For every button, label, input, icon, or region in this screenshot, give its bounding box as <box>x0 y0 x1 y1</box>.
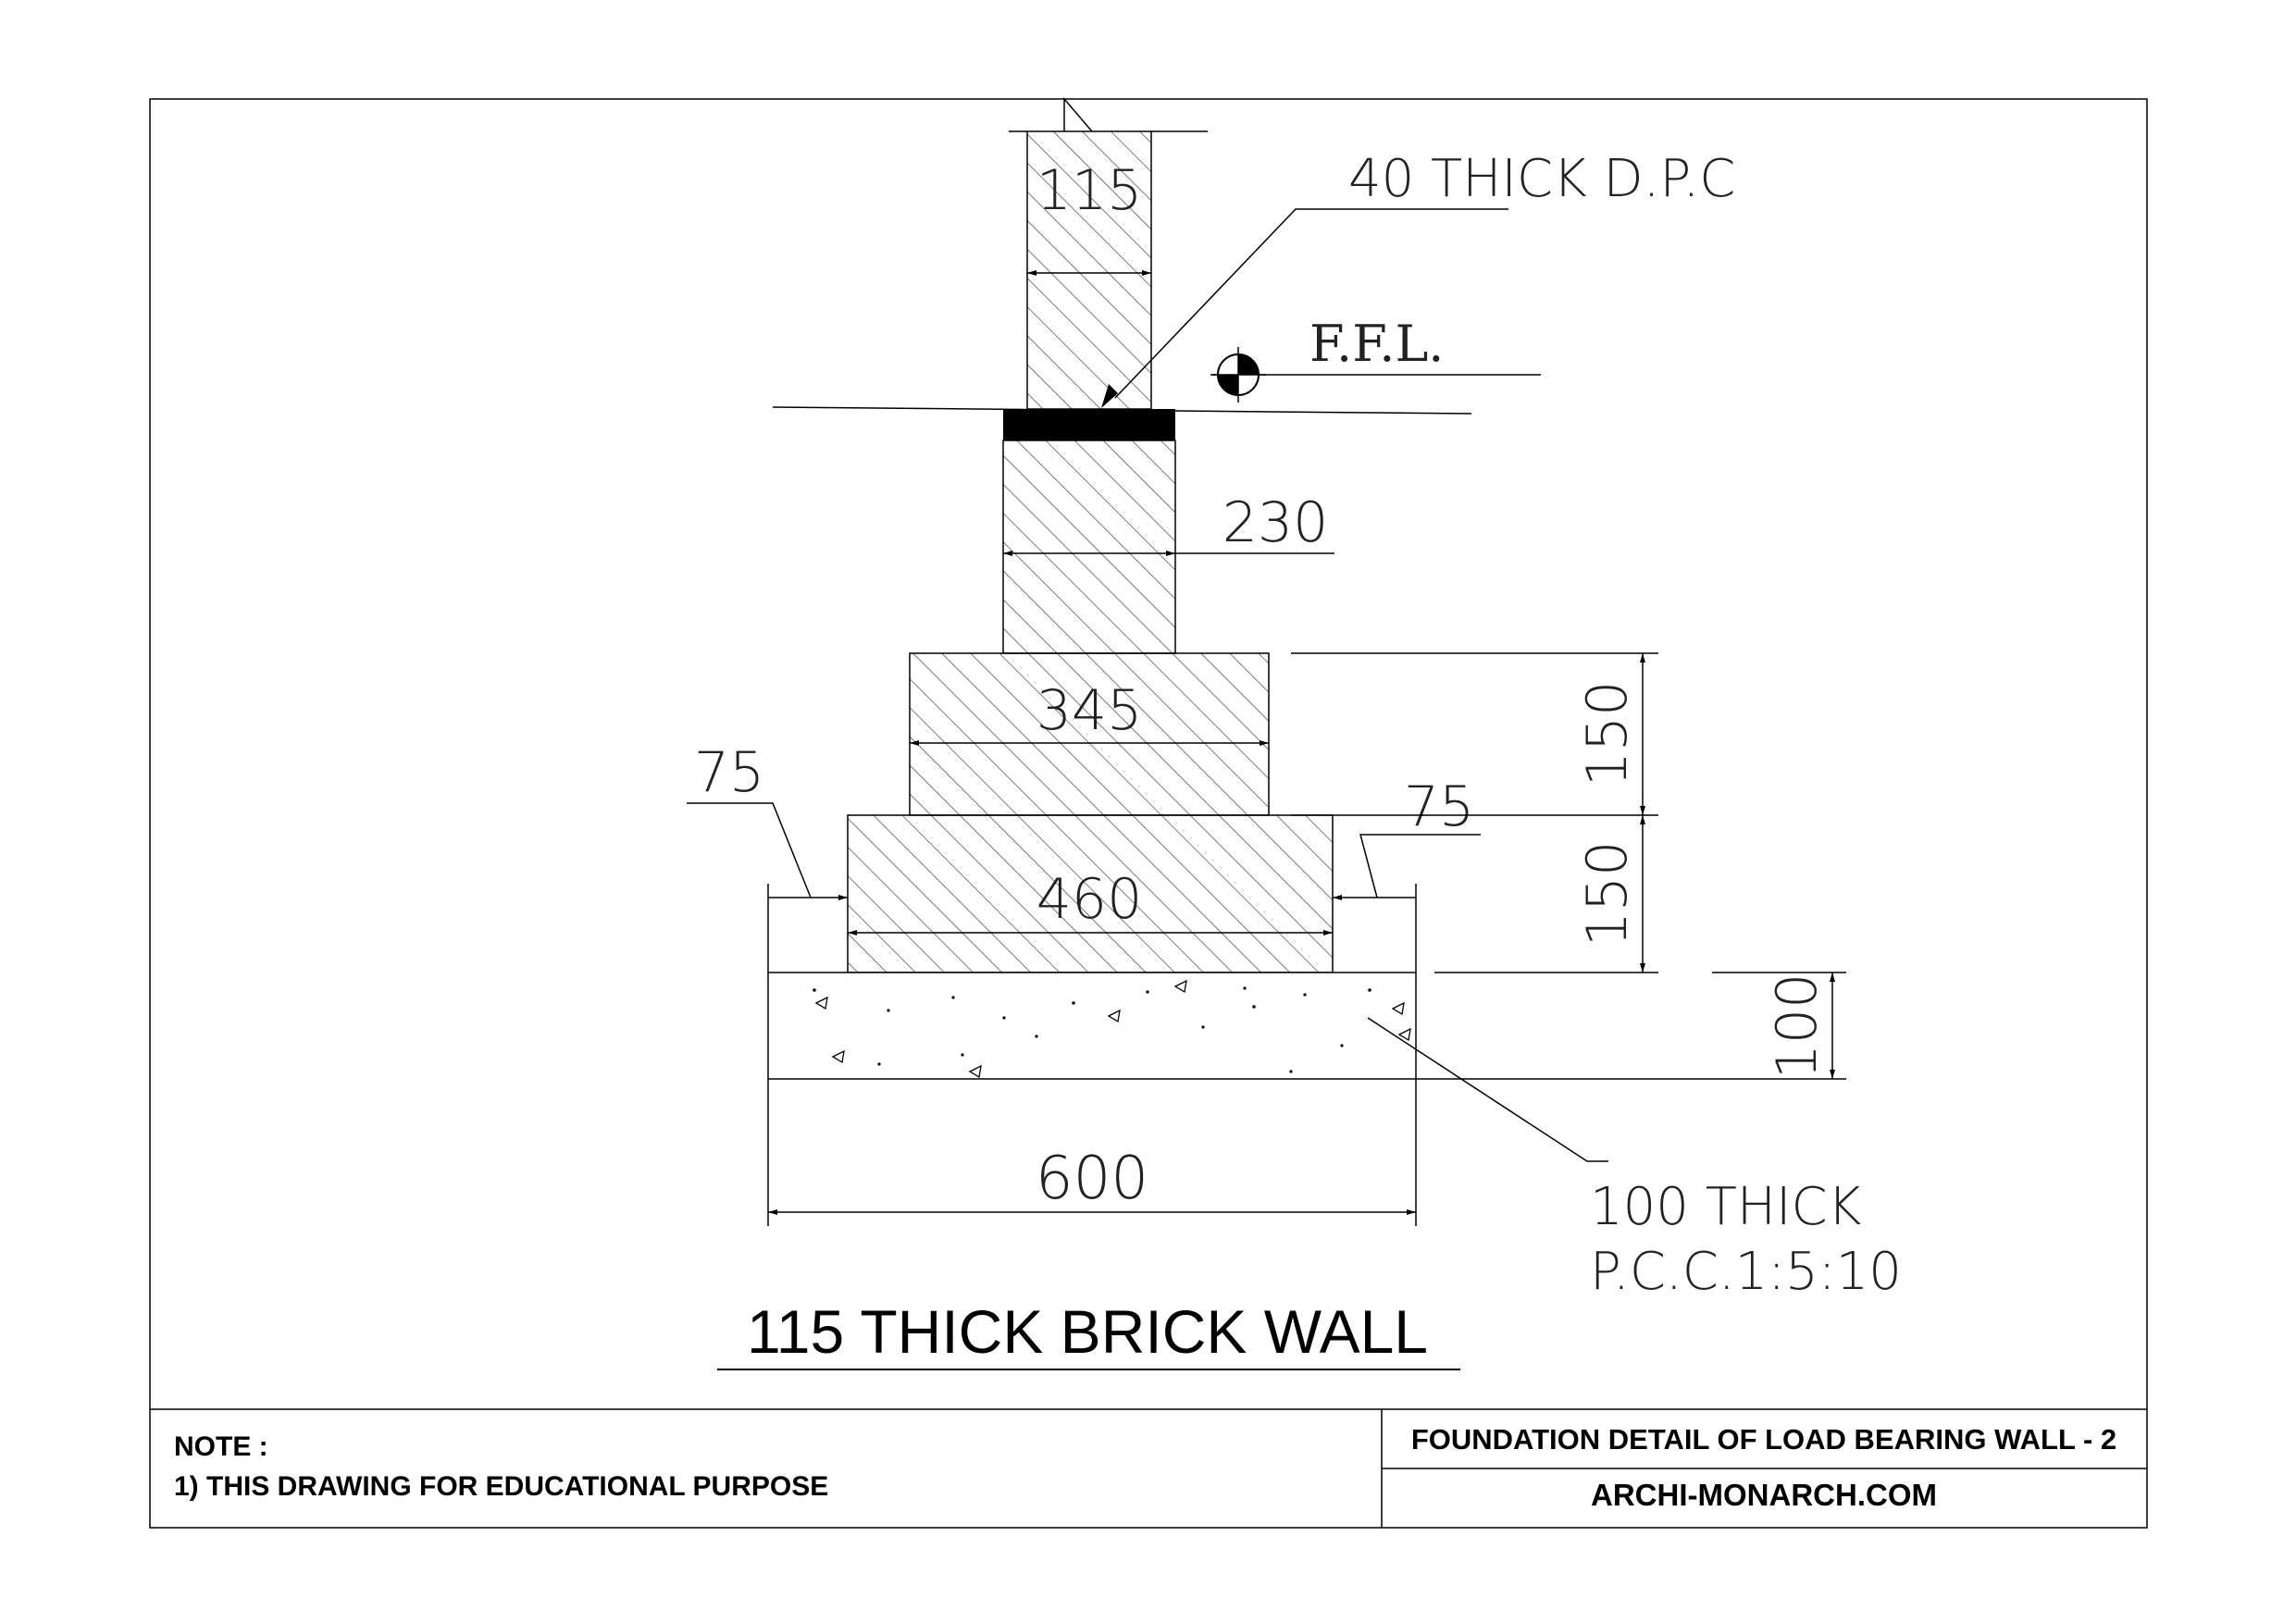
dim-offset-left: 75 <box>694 740 764 805</box>
pcc-label-line2: P.C.C.1:5:10 <box>1590 1242 1902 1302</box>
dpc-callout: 40 THICK D.P.C <box>1101 149 1735 408</box>
dim-plinth-width: 230 <box>1222 490 1329 555</box>
plinth-230: 230 <box>1002 440 1334 654</box>
title-block: NOTE : 1) THIS DRAWING FOR EDUCATIONAL P… <box>150 1408 2147 1528</box>
sheet-title: FOUNDATION DETAIL OF LOAD BEARING WALL -… <box>1411 1423 2116 1456</box>
pcc-bed <box>767 972 1846 1080</box>
ffl-label: F.F.L. <box>1309 315 1444 373</box>
note-heading: NOTE : <box>174 1431 268 1462</box>
website: ARCHI-MONARCH.COM <box>1591 1478 1937 1512</box>
offset-dimensions: 75 75 <box>687 740 1481 973</box>
height-dimensions: 150 150 <box>1291 652 1658 973</box>
pcc-callout: 100 THICK P.C.C.1:5:10 <box>1367 1017 1902 1302</box>
drawing-title: 115 THICK BRICK WALL <box>717 1297 1460 1370</box>
dpc-label: 40 THICK D.P.C <box>1348 149 1735 209</box>
sheet-border <box>149 98 2148 1529</box>
pcc-height-dimension: 100 <box>1712 972 1846 1080</box>
dim-step2-width: 460 <box>1036 867 1143 932</box>
brick-wall-115: 115 <box>1009 96 1208 410</box>
footing-step-345: 345 <box>909 652 1270 816</box>
drawing-title-text: 115 THICK BRICK WALL <box>747 1297 1428 1366</box>
dim-wall-width: 115 <box>1036 158 1143 223</box>
dim-offset-right: 75 <box>1404 774 1474 839</box>
dim-step1-height: 150 <box>1575 681 1640 787</box>
ffl-marker: F.F.L. <box>1210 315 1541 403</box>
dim-pcc-width: 600 <box>1036 1145 1148 1213</box>
note-line: 1) THIS DRAWING FOR EDUCATIONAL PURPOSE <box>174 1471 828 1502</box>
pcc-width-dimension: 600 <box>767 1079 1417 1226</box>
pcc-label-line1: 100 THICK <box>1590 1177 1862 1237</box>
dim-step2-height: 150 <box>1575 841 1640 948</box>
dim-pcc-height: 100 <box>1765 973 1830 1080</box>
dim-step1-width: 345 <box>1036 678 1143 743</box>
dpc-layer <box>1003 409 1175 440</box>
footing-step-460: 460 <box>847 814 1334 973</box>
